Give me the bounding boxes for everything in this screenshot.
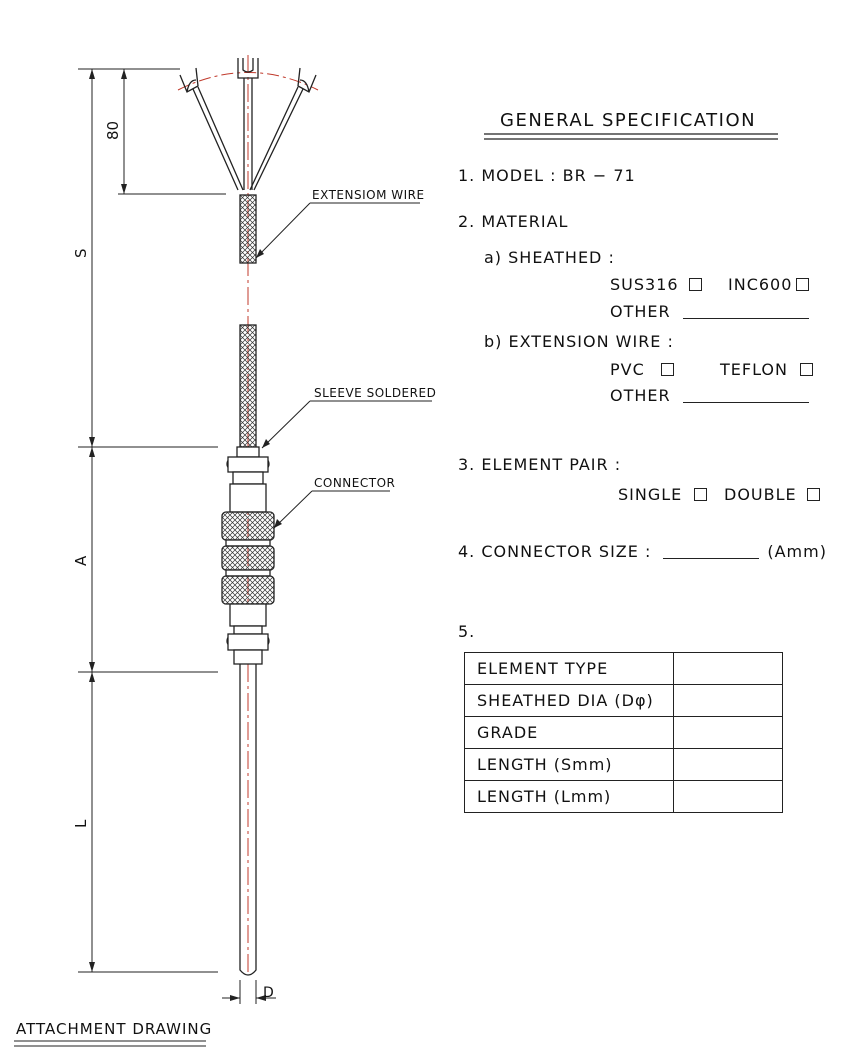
dim-s-label: S (72, 248, 90, 258)
table-cell-label: ELEMENT TYPE (464, 652, 674, 685)
spec-extension-wire: b) EXTENSION WIRE : (484, 332, 674, 351)
option-teflon: TEFLON (720, 360, 813, 379)
table-cell-value[interactable] (673, 780, 783, 813)
extension-wire-lower (239, 324, 257, 448)
spec-title: GENERAL SPECIFICATION (500, 110, 757, 131)
option-pvc: PVC (610, 360, 674, 379)
table-cell-label: LENGTH (Lmm) (464, 780, 674, 813)
sheath-probe (239, 664, 257, 976)
connector-size-field[interactable] (663, 558, 760, 559)
connector-size-unit: (Amm) (767, 542, 827, 561)
table-cell-value[interactable] (673, 652, 783, 685)
option-sus316-label: SUS316 (610, 275, 679, 294)
option-other-sheathed: OTHER (610, 302, 809, 321)
option-inc600: INC600 (728, 275, 810, 294)
spec-connector-size: 4. CONNECTOR SIZE : (Amm) (458, 542, 827, 561)
spec-sheathed: a) SHEATHED : (484, 248, 615, 267)
other-sheathed-field[interactable] (682, 318, 809, 319)
table-row: LENGTH (Smm) (464, 748, 783, 781)
inc600-checkbox[interactable] (796, 278, 810, 291)
dim-d-label: D (263, 985, 274, 1001)
table-cell-label: LENGTH (Smm) (464, 748, 674, 781)
option-single: SINGLE (618, 485, 708, 504)
table-cell-value[interactable] (673, 716, 783, 749)
spec-model: 1. MODEL : BR − 71 (458, 166, 636, 185)
other-wire-label: OTHER (610, 386, 671, 405)
callout-connector: CONNECTOR (314, 476, 396, 490)
spec-table: ELEMENT TYPE SHEATHED DIA (Dφ) GRADE LEN… (464, 652, 783, 813)
pvc-checkbox[interactable] (660, 363, 674, 376)
dim-l-label: L (72, 819, 90, 828)
option-double: DOUBLE (724, 485, 820, 504)
table-row: ELEMENT TYPE (464, 652, 783, 685)
extension-wire-upper (239, 194, 257, 264)
table-cell-value[interactable] (673, 684, 783, 717)
sleeve (226, 446, 270, 485)
callout-extension-wire: EXTENSIOM WIRE (312, 188, 425, 202)
table-row: LENGTH (Lmm) (464, 780, 783, 813)
dimension-lines (14, 68, 432, 1047)
option-teflon-label: TEFLON (720, 360, 788, 379)
option-inc600-label: INC600 (728, 275, 793, 294)
option-single-label: SINGLE (618, 485, 683, 504)
option-double-label: DOUBLE (724, 485, 797, 504)
option-sus316: SUS316 (610, 275, 702, 294)
spec-item-5: 5. (458, 622, 476, 641)
other-sheathed-label: OTHER (610, 302, 671, 321)
double-checkbox[interactable] (806, 488, 820, 501)
option-pvc-label: PVC (610, 360, 645, 379)
table-row: SHEATHED DIA (Dφ) (464, 684, 783, 717)
teflon-checkbox[interactable] (800, 363, 813, 376)
spec-element-pair: 3. ELEMENT PAIR : (458, 455, 622, 474)
dim-a-label: A (72, 555, 90, 566)
other-wire-field[interactable] (682, 402, 809, 403)
drawing-caption: ATTACHMENT DRAWING (16, 1020, 213, 1038)
spade-terminal-left (179, 67, 244, 191)
connector-body (221, 483, 275, 665)
dim-80-label: 80 (104, 121, 122, 140)
table-cell-label: GRADE (464, 716, 674, 749)
sus316-checkbox[interactable] (688, 278, 702, 291)
option-other-wire: OTHER (610, 386, 809, 405)
callout-sleeve-soldered: SLEEVE SOLDERED (314, 386, 437, 400)
spec-title-underline (484, 133, 778, 140)
spade-terminal-center (237, 58, 259, 190)
single-checkbox[interactable] (694, 488, 708, 501)
spec-material: 2. MATERIAL (458, 212, 569, 231)
table-cell-value[interactable] (673, 748, 783, 781)
spade-terminal-right (249, 67, 317, 191)
table-row: GRADE (464, 716, 783, 749)
connector-size-label: 4. CONNECTOR SIZE : (458, 542, 652, 561)
dimension-arrows (89, 69, 282, 1001)
table-cell-label: SHEATHED DIA (Dφ) (464, 684, 674, 717)
